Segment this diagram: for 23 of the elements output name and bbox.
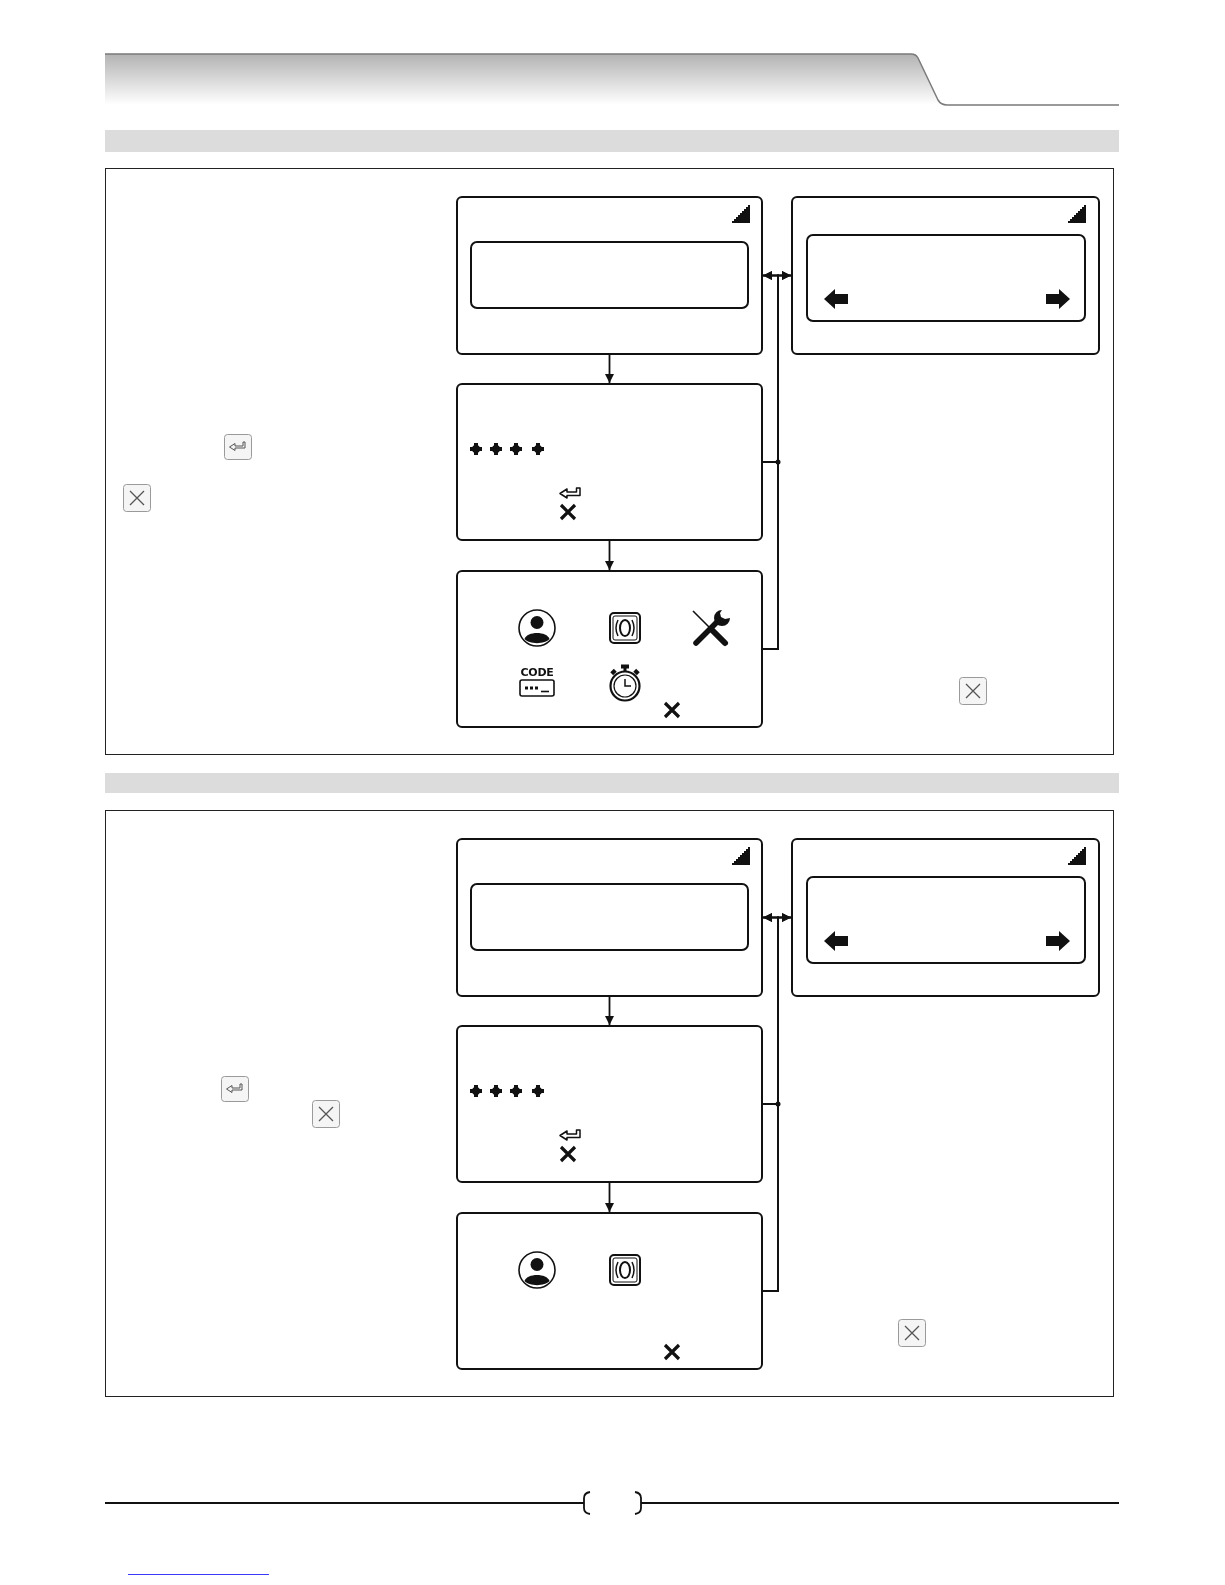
section-frame xyxy=(105,810,1114,1397)
arrow xyxy=(605,996,614,1026)
arrow xyxy=(762,271,792,650)
section-heading-bar xyxy=(105,773,1119,793)
arrow xyxy=(762,913,792,1292)
screen-frame xyxy=(456,383,763,541)
screen-frame xyxy=(791,838,1100,997)
arrow xyxy=(605,354,614,384)
arrow xyxy=(605,1182,614,1213)
screen-frame xyxy=(456,570,763,728)
display-window xyxy=(806,234,1086,322)
arrow xyxy=(605,540,614,571)
section-frame xyxy=(105,168,1114,755)
display-window xyxy=(806,876,1086,964)
screen-frame xyxy=(456,838,763,997)
display-window xyxy=(470,241,749,309)
screen-frame xyxy=(456,1025,763,1183)
section-heading-bar xyxy=(105,130,1119,152)
screen-frame xyxy=(456,1212,763,1370)
screen-frame xyxy=(456,196,763,355)
screen-frame xyxy=(791,196,1100,355)
code-label: CODE xyxy=(520,667,554,679)
display-window xyxy=(470,883,749,951)
